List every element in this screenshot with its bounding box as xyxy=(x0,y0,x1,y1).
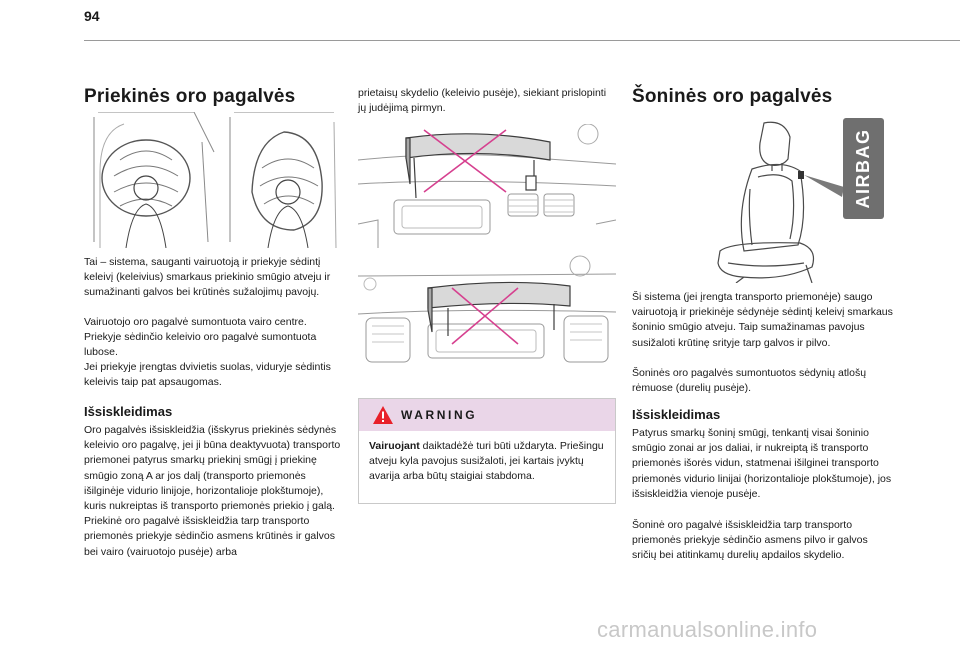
side-airbags-title: Šoninės oro pagalvės xyxy=(632,86,833,107)
front-deploy-heading: Išsiskleidimas xyxy=(84,404,173,419)
side-airbags-intro: Ši sistema (jei įrengta transporto priem… xyxy=(632,291,893,349)
airbag-tab: AIRBAG xyxy=(843,118,884,219)
front-airbag-drawing xyxy=(93,111,337,249)
dashboard-object-drawing-top xyxy=(357,123,617,248)
driver-airbag-location: Vairuotojo oro pagalvė sumontuota vairo … xyxy=(84,316,317,359)
continuation-text: prietaisų skydelio (keleivio pusėje), si… xyxy=(358,87,607,115)
warning-triangle-icon xyxy=(373,406,393,424)
warning-header: WARNING xyxy=(359,399,615,431)
front-airbags-intro: Tai – sistema, sauganti vairuotoją ir pr… xyxy=(84,256,331,299)
seat-side-airbag-drawing xyxy=(717,121,844,284)
warning-bold-lead: Vairuojant xyxy=(369,440,420,452)
dashboard-illustration-bottom xyxy=(357,252,617,374)
dashboard-object-drawing-bottom xyxy=(357,255,617,363)
page-number: 94 xyxy=(84,8,100,24)
front-deploy-text: Oro pagalvės išsiskleidžia (išskyrus pri… xyxy=(84,424,341,558)
warning-title: WARNING xyxy=(401,408,478,422)
top-rule xyxy=(84,40,960,41)
bench-seat-note: Jei priekyje įrengtas dvivietis suolas, … xyxy=(84,361,331,389)
side-deploy-text-2: Šoninė oro pagalvė išsiskleidžia tarp tr… xyxy=(632,519,868,562)
watermark: carmanualsonline.info xyxy=(597,617,818,642)
warning-text-rest: daiktadėžė turi būti uždaryta. Priešingu… xyxy=(369,440,604,483)
dashboard-illustration-top xyxy=(357,123,617,248)
warning-text: Vairuojant daiktadėžė turi būti uždaryta… xyxy=(369,439,607,485)
warning-box: WARNING Vairuojant daiktadėžė turi būti … xyxy=(358,398,616,504)
side-deploy-text: Patyrus smarkų šoninį smūgį, tenkantį vi… xyxy=(632,427,892,500)
side-airbags-mount: Šoninės oro pagalvės sumontuotos sėdynių… xyxy=(632,367,867,395)
side-deploy-heading: Išsiskleidimas xyxy=(632,407,721,422)
front-airbags-title: Priekinės oro pagalvės xyxy=(84,86,296,107)
airbag-tab-label: AIRBAG xyxy=(853,128,873,209)
front-airbags-illustration xyxy=(84,111,346,249)
